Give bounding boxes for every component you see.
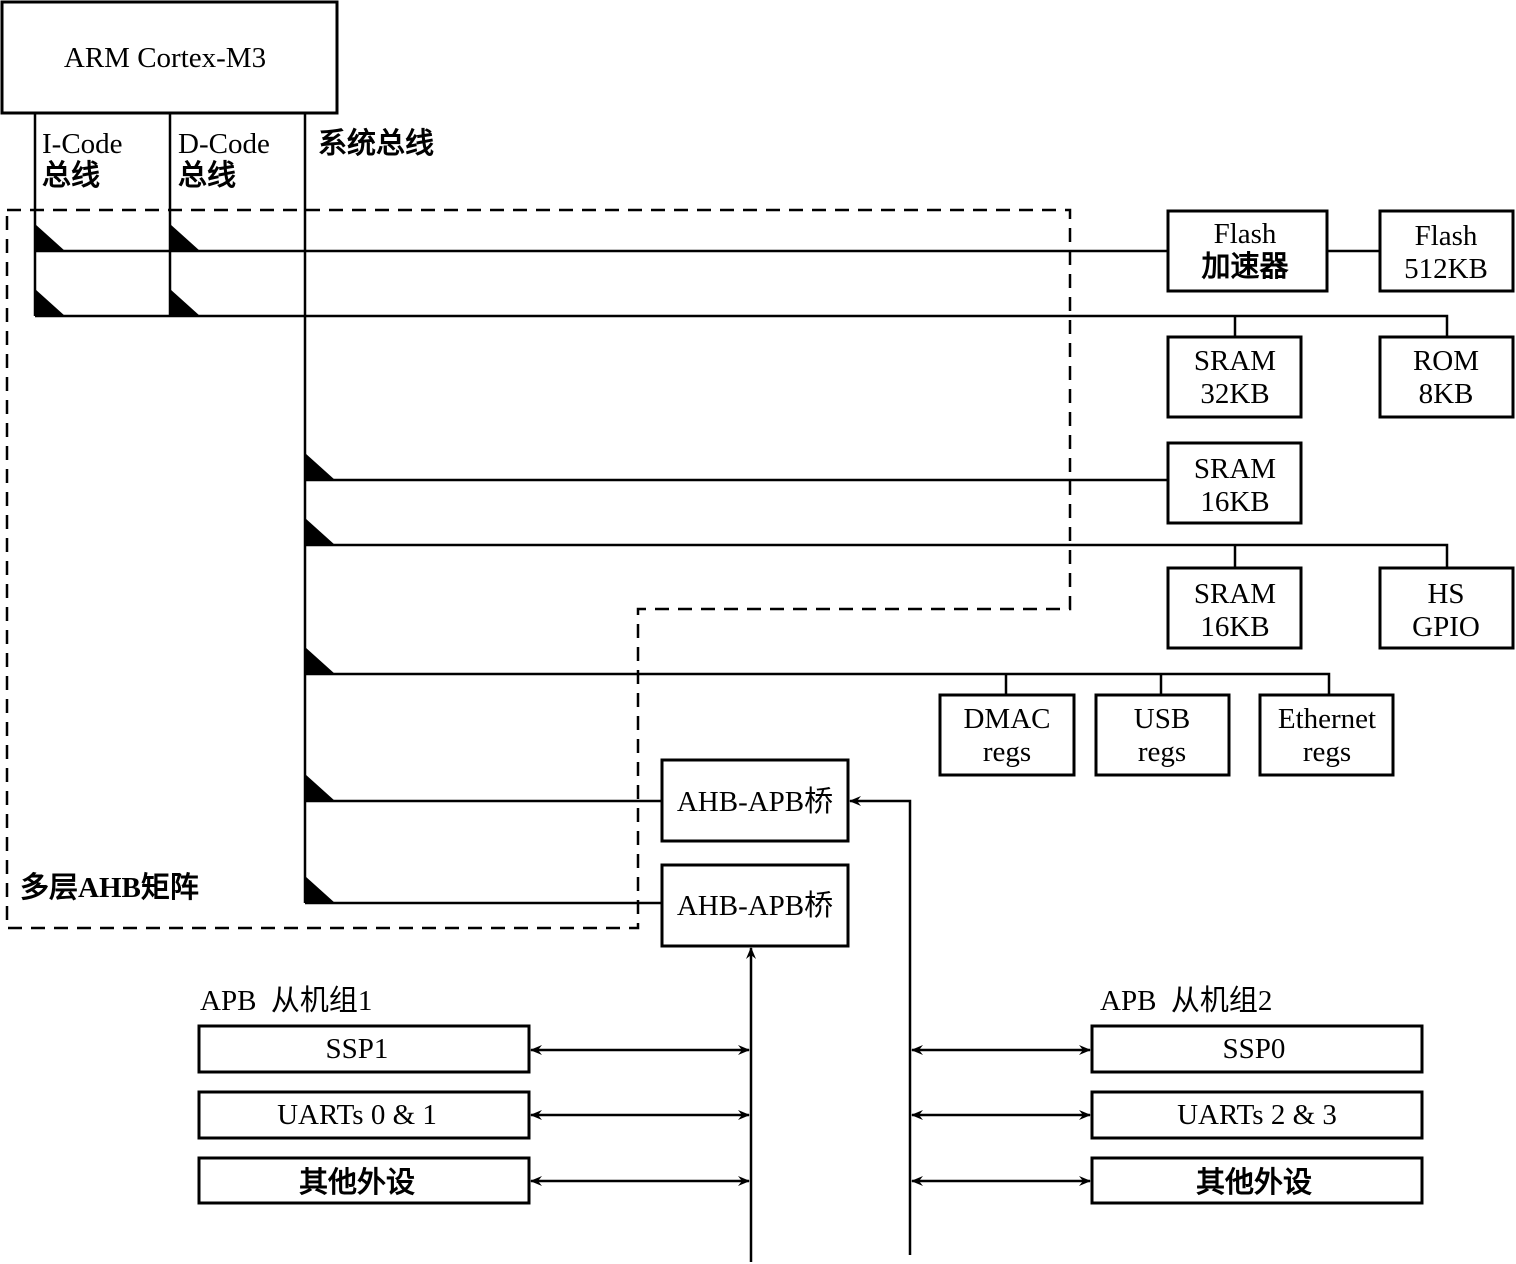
svg-text:512KB: 512KB	[1404, 253, 1488, 285]
svg-text:USB: USB	[1134, 703, 1190, 735]
dcode-label: D-Code	[178, 128, 270, 160]
sram32-box: SRAM 32KB	[1166, 335, 1303, 419]
svg-text:SRAM: SRAM	[1194, 345, 1276, 377]
svg-text:32KB: 32KB	[1200, 378, 1269, 410]
svg-text:SRAM: SRAM	[1194, 578, 1276, 610]
ahb-matrix-region	[5, 208, 1072, 930]
icode-label-2: 总线	[42, 159, 100, 192]
apb2-ssp0: SSP0	[1090, 1024, 1424, 1074]
rom-box: ROM 8KB	[1378, 335, 1515, 419]
dmac-box: DMAC regs	[938, 693, 1076, 777]
usb-box: USB regs	[1094, 693, 1231, 777]
svg-text:AHB-APB桥: AHB-APB桥	[677, 785, 833, 818]
dcode-label-2: 总线	[178, 159, 236, 192]
cpu-box	[0, 0, 339, 115]
svg-text:Flash: Flash	[1214, 218, 1277, 250]
svg-text:其他外设: 其他外设	[299, 1166, 415, 1199]
svg-text:SRAM: SRAM	[1194, 453, 1276, 485]
svg-text:Ethernet: Ethernet	[1278, 703, 1376, 735]
svg-text:Flash: Flash	[1415, 220, 1478, 252]
svg-text:16KB: 16KB	[1200, 486, 1269, 518]
svg-text:regs: regs	[983, 736, 1031, 768]
svg-text:SSP0: SSP0	[1223, 1033, 1286, 1065]
svg-text:加速器: 加速器	[1201, 250, 1289, 283]
ahb-apb-bridge-1: AHB-APB桥	[660, 758, 850, 843]
svg-text:HS: HS	[1427, 578, 1464, 610]
icode-label: I-Code	[42, 128, 123, 160]
port-triangle-icon	[305, 647, 335, 674]
cpu-label: ARM Cortex-M3	[64, 42, 266, 74]
port-triangle-icon	[35, 289, 65, 316]
apb1-other: 其他外设	[197, 1156, 531, 1205]
apb1-uarts: UARTs 0 & 1	[197, 1090, 531, 1140]
apb2-uarts: UARTs 2 & 3	[1090, 1090, 1424, 1140]
svg-text:regs: regs	[1303, 736, 1351, 768]
svg-text:16KB: 16KB	[1200, 611, 1269, 643]
svg-text:GPIO: GPIO	[1412, 611, 1480, 643]
sram32-rom-bus	[35, 314, 1449, 337]
svg-text:UARTs 0 & 1: UARTs 0 & 1	[277, 1099, 437, 1131]
svg-text:SSP1: SSP1	[326, 1033, 389, 1065]
port-triangle-icon	[305, 453, 335, 480]
port-triangle-icon	[170, 289, 200, 316]
ahb-apb-bridge-2: AHB-APB桥	[660, 863, 850, 948]
flash-box: Flash 512KB	[1378, 209, 1515, 293]
sram16b-box: SRAM 16KB	[1166, 566, 1303, 650]
svg-text:AHB-APB桥: AHB-APB桥	[677, 889, 833, 922]
apb-group2-title: APB 从机组2	[1100, 984, 1272, 1017]
sram16b-gpio-bus	[305, 543, 1449, 568]
hsgpio-box: HS GPIO	[1378, 566, 1515, 650]
dma-usb-eth-bus	[305, 672, 1331, 695]
port-triangle-icon	[170, 224, 200, 251]
system-bus-label: 系统总线	[318, 126, 434, 160]
ahb-matrix-label: 多层AHB矩阵	[20, 871, 199, 904]
port-triangle-icon	[305, 518, 335, 545]
apb-group1-title: APB 从机组1	[200, 984, 372, 1017]
sram16a-box: SRAM 16KB	[1166, 441, 1303, 525]
apb2-bus-line	[849, 796, 912, 1255]
svg-text:UARTs 2 & 3: UARTs 2 & 3	[1177, 1099, 1337, 1131]
svg-text:8KB: 8KB	[1419, 378, 1474, 410]
ethernet-box: Ethernet regs	[1258, 693, 1395, 777]
port-triangle-icon	[35, 224, 65, 251]
svg-text:regs: regs	[1138, 736, 1186, 768]
svg-text:其他外设: 其他外设	[1196, 1166, 1312, 1199]
svg-text:ROM: ROM	[1413, 345, 1479, 377]
svg-text:DMAC: DMAC	[963, 703, 1050, 735]
master-port-icons	[35, 224, 335, 903]
port-triangle-icon	[305, 876, 335, 903]
flash-accelerator-box: Flash 加速器	[1166, 209, 1329, 293]
port-triangle-icon	[305, 774, 335, 801]
apb2-other: 其他外设	[1090, 1156, 1424, 1205]
apb1-ssp1: SSP1	[197, 1024, 531, 1074]
